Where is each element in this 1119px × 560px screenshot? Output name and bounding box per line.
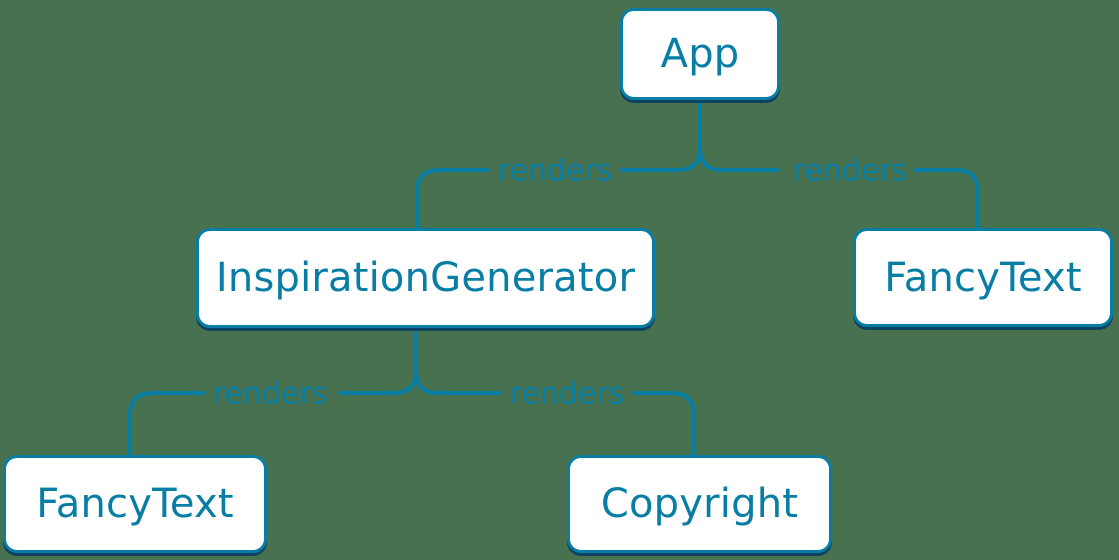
edge-inspirationgenerator-copyright-outer-line (632, 391, 696, 457)
node-fancy-text-bottom-label: FancyText (36, 481, 234, 527)
node-inspiration-generator-label: InspirationGenerator (215, 255, 636, 301)
edge-app-inspirationgenerator-inner-line (620, 146, 702, 172)
edge-app-fancytext-inner-line (698, 146, 780, 172)
edge-inspirationgenerator-fancytext-outer-line (128, 391, 206, 457)
edge-label-app-fancy-text: renders (792, 153, 908, 189)
edge-app-inspirationgenerator-outer-line (415, 168, 490, 230)
node-fancy-text-bottom: FancyText (3, 455, 267, 553)
edge-app-fancytext-outer-line (914, 168, 980, 230)
node-copyright: Copyright (567, 455, 832, 553)
node-app-label: App (660, 31, 740, 77)
node-copyright-label: Copyright (600, 481, 799, 527)
edge-label-inspiration-generator-copyright: renders (509, 376, 625, 412)
node-app: App (620, 8, 780, 100)
edge-label-inspiration-generator-fancy-text: renders (212, 376, 328, 412)
edge-inspirationgenerator-copyright-inner-line (414, 369, 502, 395)
edge-label-app-inspiration-generator: renders (497, 153, 613, 189)
node-fancy-text-top: FancyText (853, 228, 1113, 327)
node-inspiration-generator: InspirationGenerator (196, 228, 655, 328)
node-fancy-text-top-label: FancyText (884, 254, 1082, 301)
edge-inspirationgenerator-fancytext-inner-line (338, 369, 418, 395)
